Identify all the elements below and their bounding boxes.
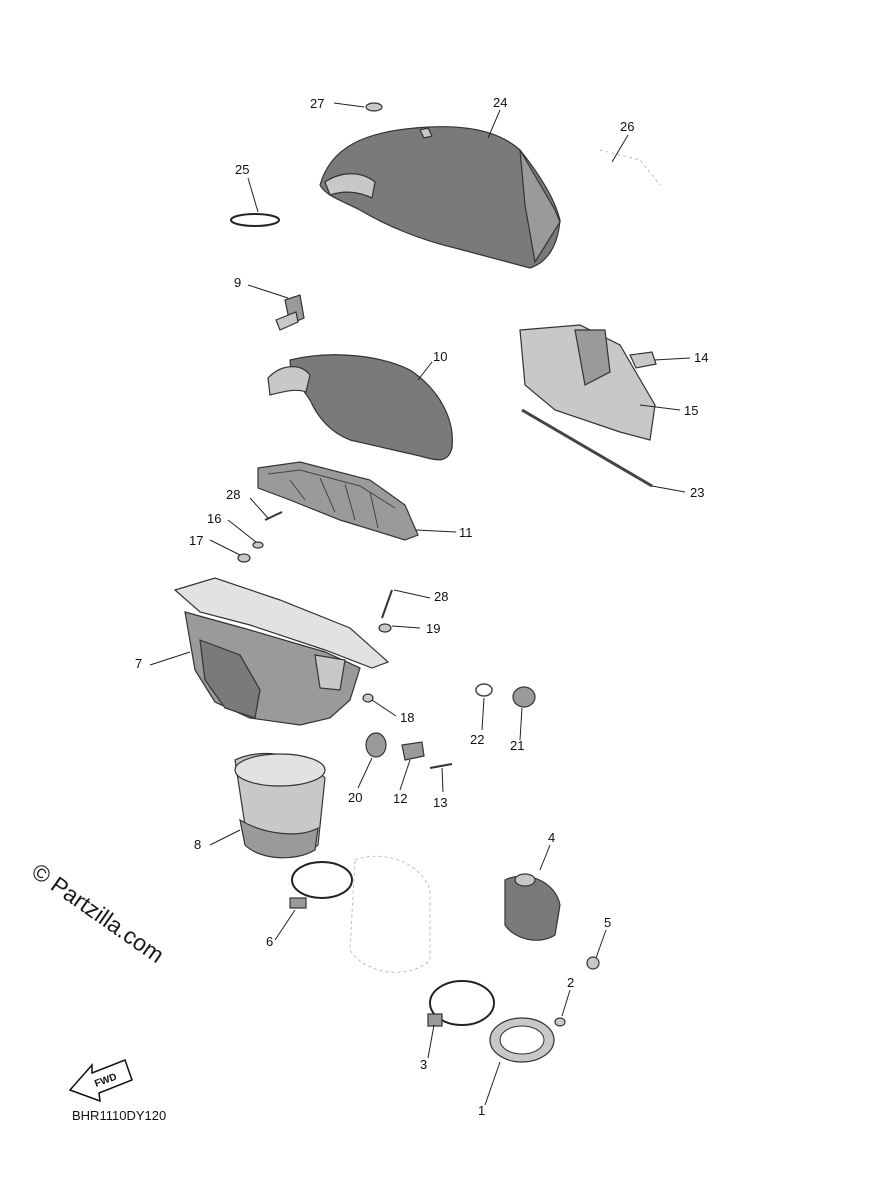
callout-23: 23 bbox=[690, 485, 704, 500]
callout-20: 20 bbox=[348, 790, 362, 805]
part-22-oring[interactable] bbox=[475, 683, 493, 697]
part-9-clip[interactable] bbox=[275, 294, 305, 331]
part-10-middle-cover[interactable] bbox=[267, 354, 453, 461]
part-28-bolt[interactable] bbox=[264, 511, 283, 521]
callouts: 27 24 26 25 9 10 14 15 23 28 16 11 17 28… bbox=[135, 95, 708, 1118]
callout-26: 26 bbox=[620, 119, 634, 134]
part-12-drain[interactable] bbox=[401, 741, 425, 761]
part-14-bracket[interactable] bbox=[629, 351, 657, 369]
callout-17: 17 bbox=[189, 533, 203, 548]
part-28b-bolt[interactable] bbox=[381, 589, 393, 619]
part-2-band[interactable] bbox=[554, 1017, 566, 1027]
part-15-side-bracket[interactable] bbox=[519, 324, 656, 441]
callout-11: 11 bbox=[459, 525, 473, 540]
part-17-nut[interactable] bbox=[237, 553, 251, 563]
part-1-joint[interactable] bbox=[489, 1017, 555, 1063]
callout-10: 10 bbox=[433, 349, 447, 364]
callout-18: 18 bbox=[400, 710, 414, 725]
part-8-duct[interactable] bbox=[234, 752, 326, 859]
callout-2: 2 bbox=[567, 975, 574, 990]
callout-27: 27 bbox=[310, 96, 324, 111]
part-21-cap[interactable] bbox=[512, 686, 536, 708]
callout-4: 4 bbox=[548, 830, 555, 845]
callout-14: 14 bbox=[694, 350, 708, 365]
callout-21: 21 bbox=[510, 738, 524, 753]
watermark: © Partzilla.com bbox=[27, 858, 169, 968]
diagram-code: BHR1110DY120 bbox=[72, 1108, 166, 1123]
part-3-clamp[interactable] bbox=[427, 980, 495, 1027]
part-27-grommet[interactable] bbox=[365, 102, 383, 112]
callout-1: 1 bbox=[478, 1103, 485, 1118]
part-16-washer[interactable] bbox=[252, 541, 264, 549]
callout-5: 5 bbox=[604, 915, 611, 930]
fwd-arrow-icon: FWD bbox=[68, 1059, 133, 1103]
callout-28b: 28 bbox=[434, 589, 448, 604]
callout-7: 7 bbox=[135, 656, 142, 671]
part-18-grommet[interactable] bbox=[362, 693, 374, 703]
callout-24: 24 bbox=[493, 95, 507, 110]
callout-13: 13 bbox=[433, 795, 447, 810]
callout-19: 19 bbox=[426, 621, 440, 636]
part-20-cap[interactable] bbox=[365, 732, 387, 758]
callout-25: 25 bbox=[235, 162, 249, 177]
part-4-plate[interactable] bbox=[504, 873, 561, 941]
callout-22: 22 bbox=[470, 732, 484, 747]
part-11-filter-element[interactable] bbox=[257, 461, 419, 541]
part-23-strip[interactable] bbox=[521, 408, 653, 488]
callout-6: 6 bbox=[266, 934, 273, 949]
leader-lines bbox=[149, 102, 691, 1106]
callout-12: 12 bbox=[393, 791, 407, 806]
callout-16: 16 bbox=[207, 511, 221, 526]
part-6-clamp[interactable] bbox=[289, 861, 353, 909]
callout-28: 28 bbox=[226, 487, 240, 502]
part-19-washer[interactable] bbox=[378, 623, 392, 633]
part-5-screw[interactable] bbox=[586, 956, 600, 970]
callout-9: 9 bbox=[234, 275, 241, 290]
callout-8: 8 bbox=[194, 837, 201, 852]
callout-15: 15 bbox=[684, 403, 698, 418]
part-25-ring[interactable] bbox=[230, 213, 280, 227]
part-13-screw[interactable] bbox=[429, 763, 453, 769]
part-7-airbox[interactable] bbox=[173, 577, 390, 726]
part-24-top-cover[interactable] bbox=[319, 126, 561, 269]
callout-3: 3 bbox=[420, 1057, 427, 1072]
